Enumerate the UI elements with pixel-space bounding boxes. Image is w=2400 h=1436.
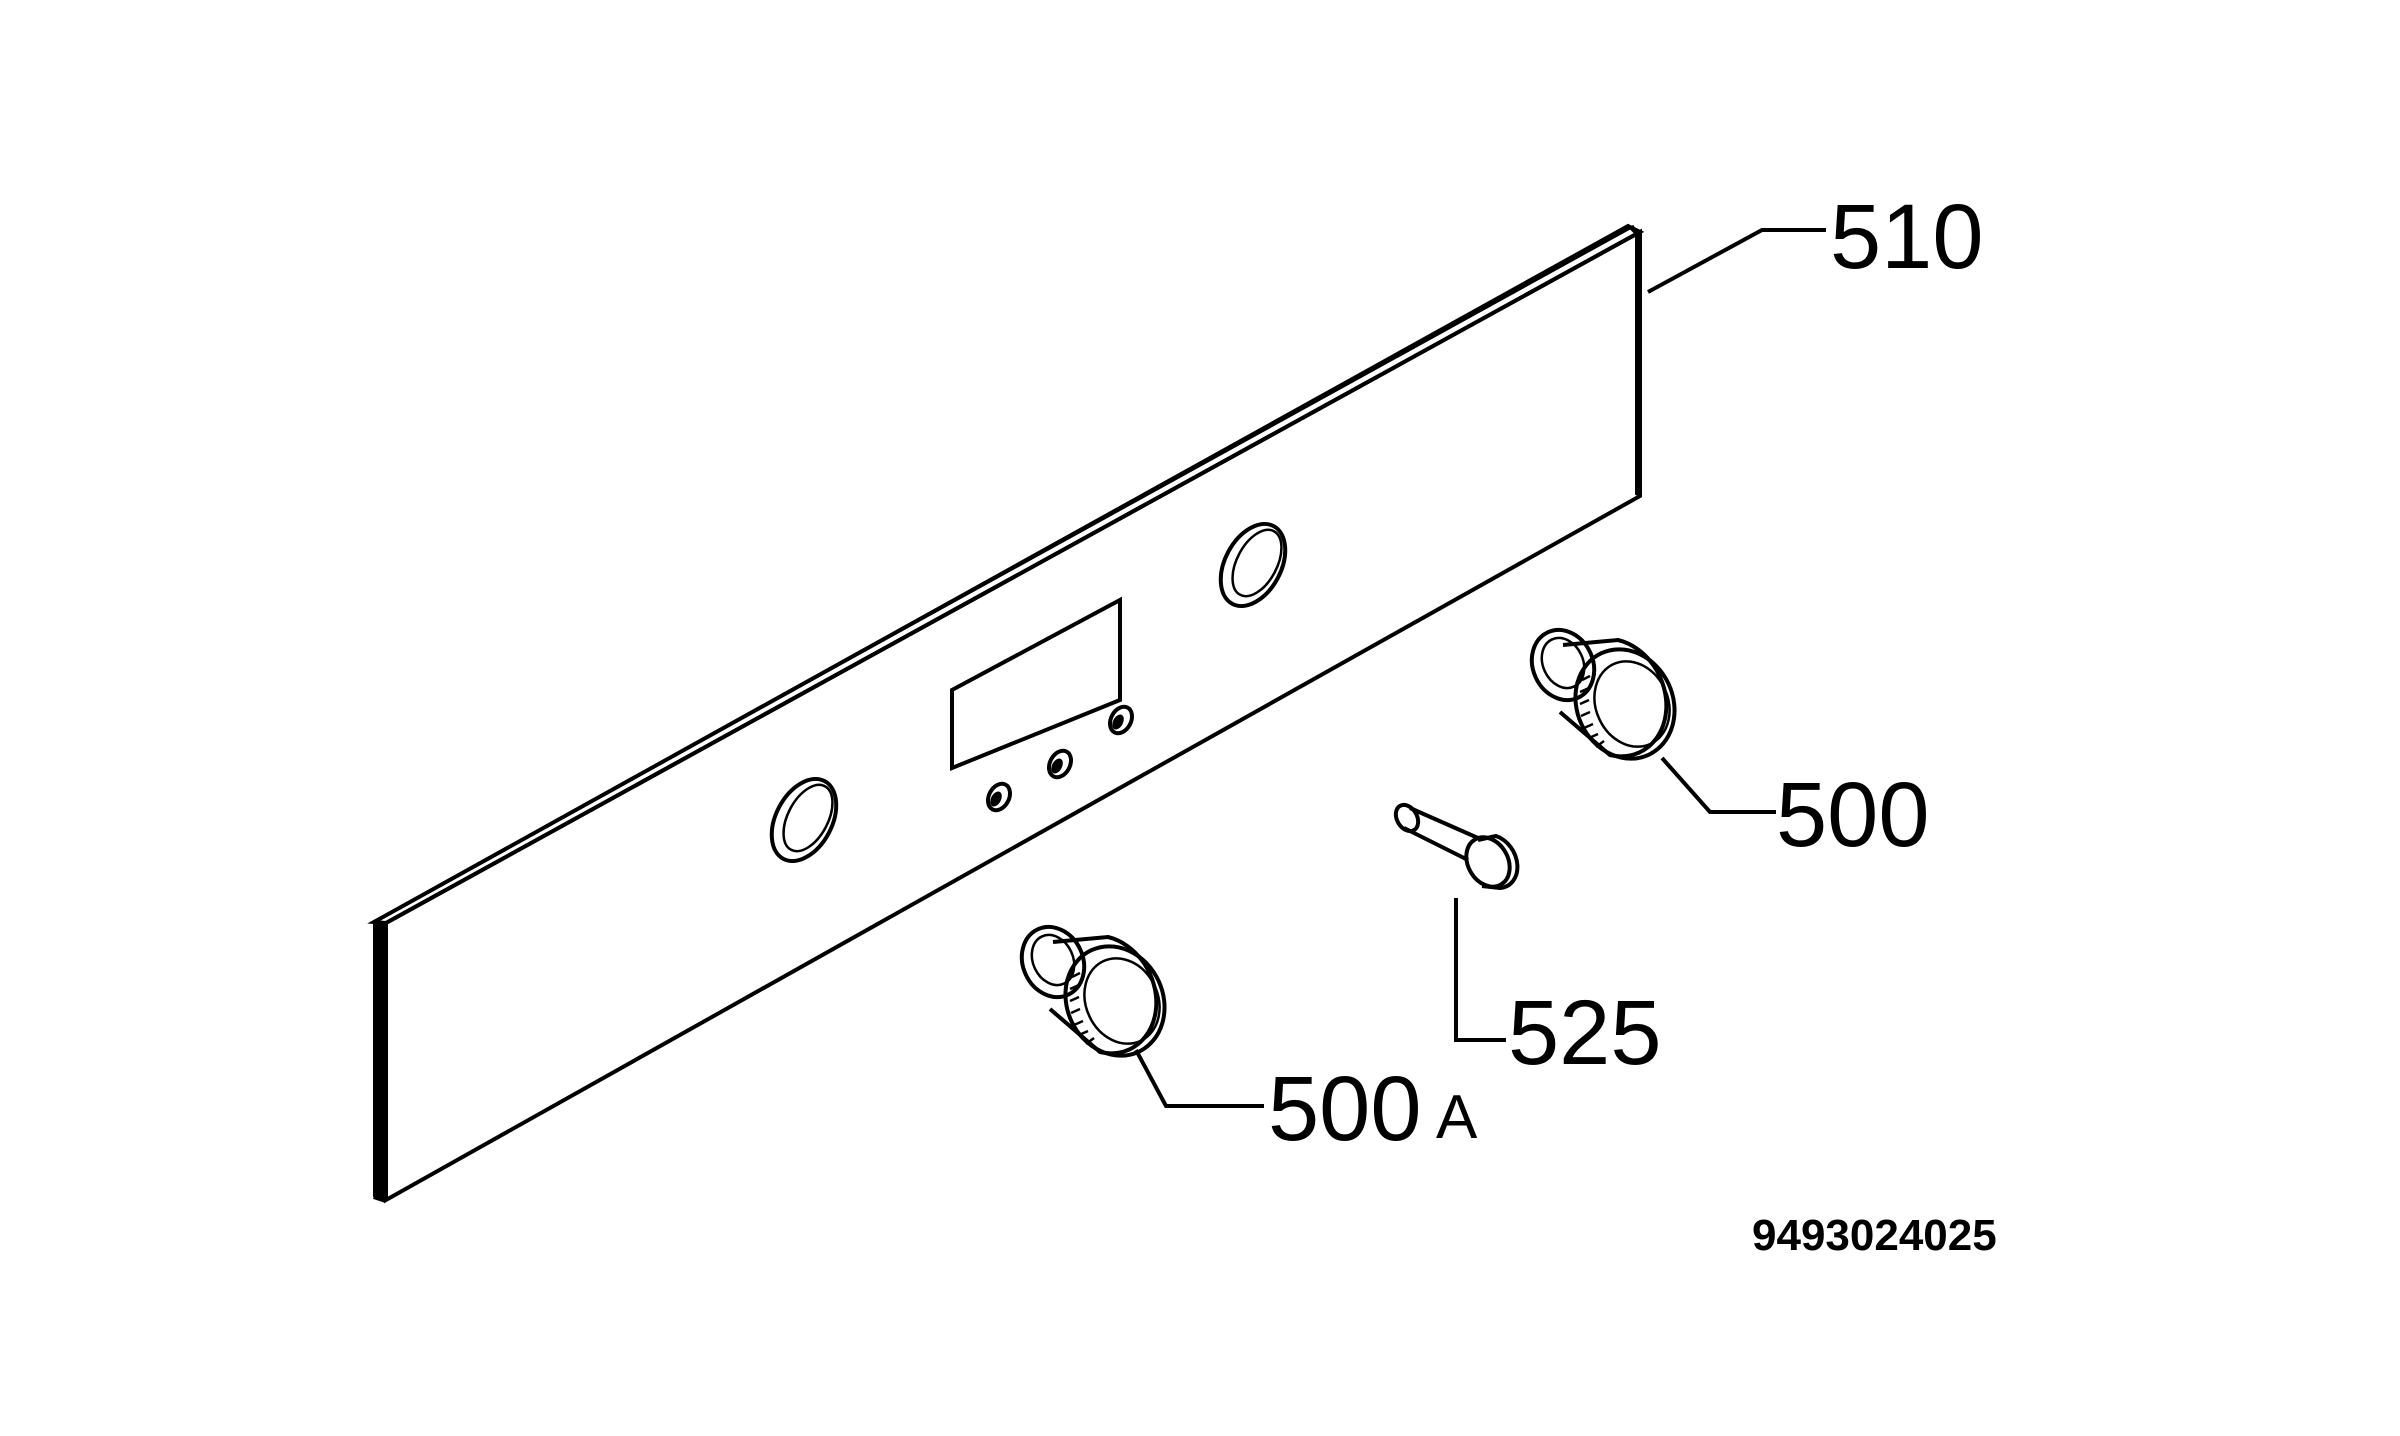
panel-front-face bbox=[384, 228, 1642, 1204]
leader-500a bbox=[1134, 1049, 1264, 1108]
panel-button-2 bbox=[1046, 748, 1074, 780]
panel-button-1 bbox=[985, 781, 1013, 813]
knob-left bbox=[1019, 924, 1167, 1058]
panel-left-knob-hole bbox=[769, 776, 839, 864]
panel-button-3 bbox=[1107, 704, 1135, 736]
callout-500a: 500 bbox=[1268, 1058, 1422, 1160]
callout-510: 510 bbox=[1830, 186, 1984, 288]
leader-500 bbox=[1660, 756, 1776, 814]
control-panel bbox=[367, 223, 1645, 1204]
panel-right-edge bbox=[1627, 225, 1641, 498]
leader-510 bbox=[1647, 228, 1826, 294]
callout-500a-suffix: A bbox=[1436, 1083, 1478, 1152]
panel-top-edge bbox=[367, 223, 1645, 926]
callout-525: 525 bbox=[1508, 982, 1662, 1084]
knob-right bbox=[1529, 627, 1677, 761]
panel-top-edge-inner bbox=[379, 224, 1635, 920]
drawing-number: 9493024025 bbox=[1752, 1211, 1997, 1260]
callout-500: 500 bbox=[1776, 764, 1930, 866]
panel-bottom-edge bbox=[373, 1193, 387, 1203]
panel-display-window bbox=[950, 596, 1122, 771]
panel-right-knob-hole bbox=[1218, 521, 1288, 609]
pin-part bbox=[1393, 802, 1520, 891]
panel-left-edge bbox=[373, 920, 387, 1202]
leader-525 bbox=[1454, 898, 1506, 1042]
